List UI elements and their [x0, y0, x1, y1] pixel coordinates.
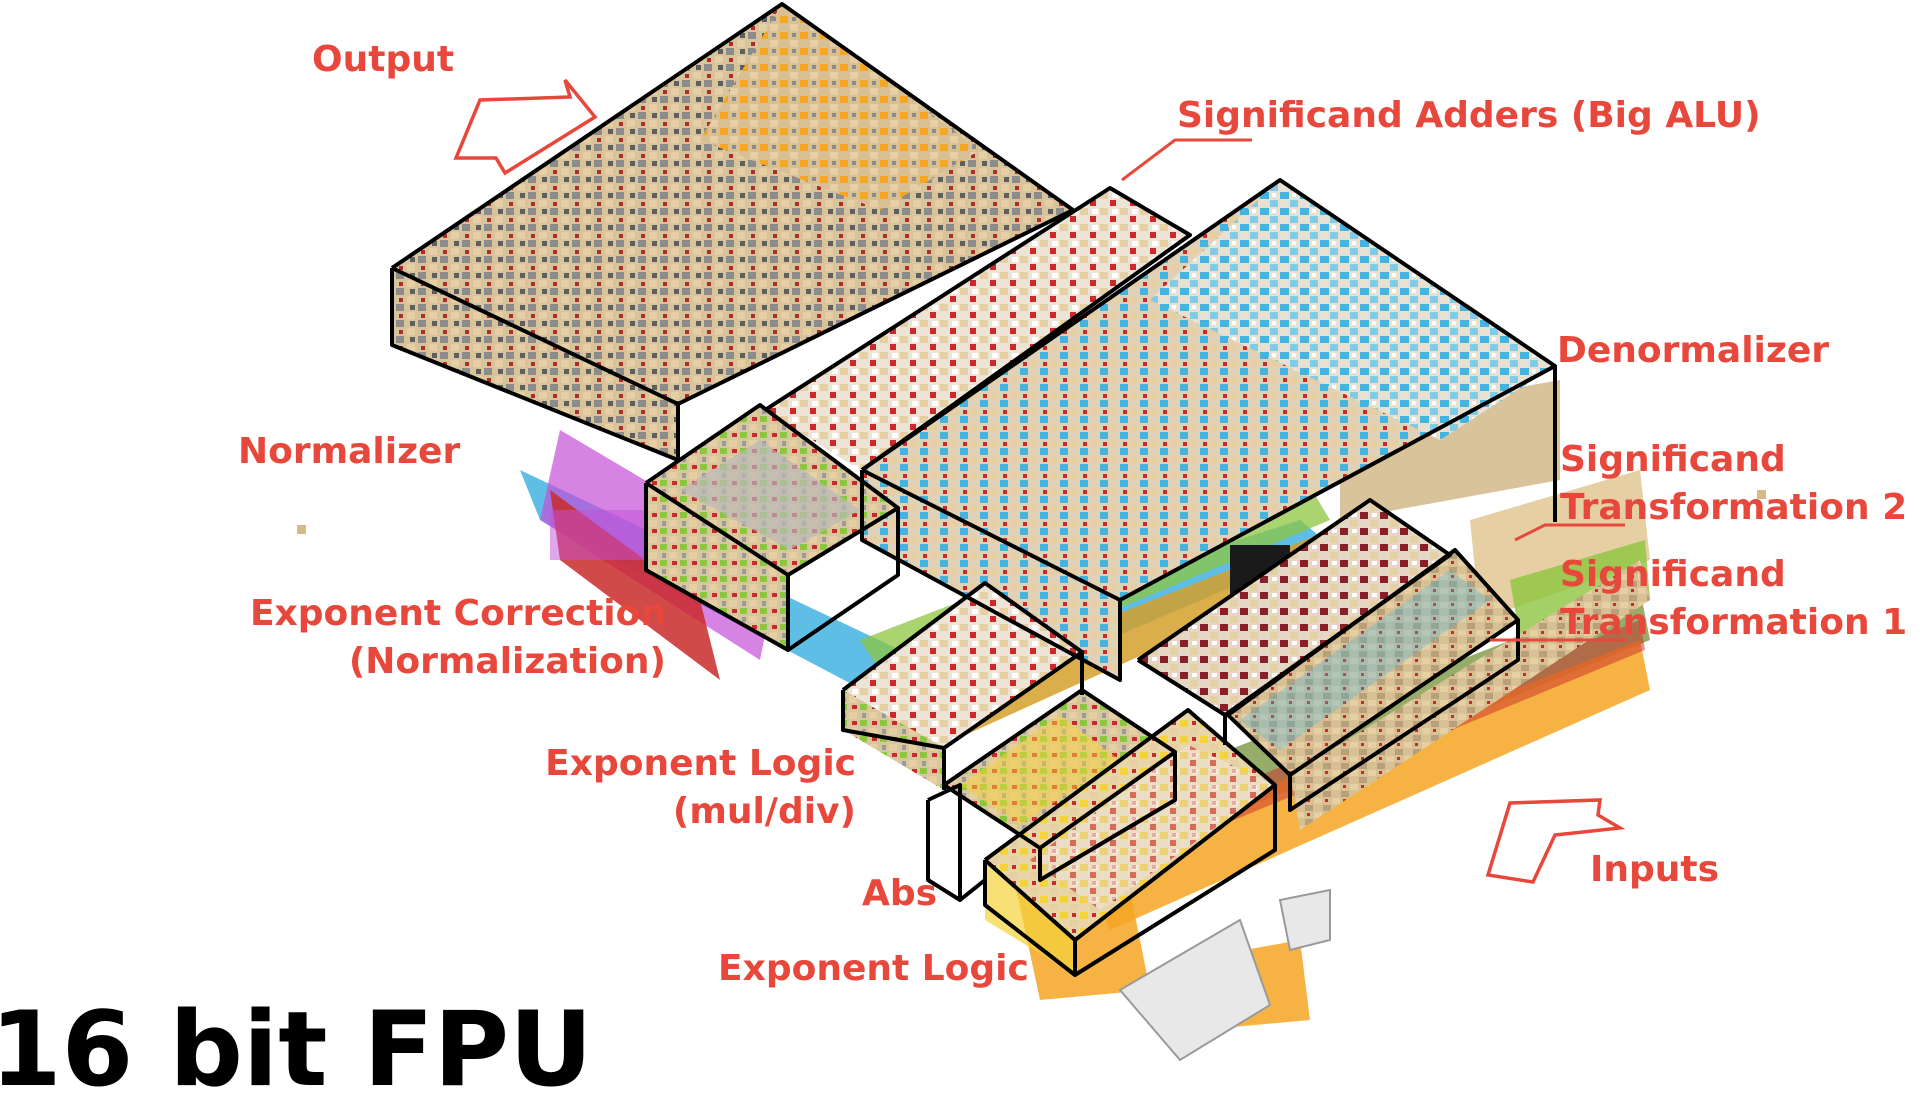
label-line: (mul/div): [672, 791, 856, 832]
label-exponent-logic: Exponent Logic: [718, 948, 1029, 989]
label-line: Exponent Logic: [545, 743, 856, 784]
significand-adders-leader: [1121, 138, 1252, 182]
label-output: Output: [312, 39, 455, 80]
label-line: Significand: [1560, 554, 1786, 595]
leader-lines: [1121, 138, 1625, 642]
label-significand-adders: Significand Adders (Big ALU): [1177, 95, 1761, 136]
stray-block: [1757, 490, 1766, 499]
label-exponent-correction: Exponent Correction (Normalization): [160, 590, 666, 686]
label-abs: Abs: [862, 873, 938, 914]
label-significand-transformation-2: Significand Transformation 2: [1560, 436, 1907, 532]
label-line: Exponent Correction: [249, 593, 666, 634]
label-normalizer: Normalizer: [238, 431, 461, 472]
significand-adders-outline: [763, 178, 1557, 682]
exponent-logic-outline: [983, 708, 1277, 977]
page-title: 16 bit FPU: [0, 990, 593, 1110]
inputs-arrow-icon: [1485, 798, 1626, 884]
significand-transformation-2-leader: [1514, 523, 1625, 542]
exponent-logic-muldiv-outline: [942, 688, 1177, 882]
module-outlines: [390, 2, 1557, 977]
output-arrow-icon: [453, 78, 598, 176]
label-line: Transformation 1: [1560, 602, 1908, 643]
normalizer-outline: [644, 403, 900, 652]
label-exponent-logic-muldiv: Exponent Logic (mul/div): [470, 740, 856, 836]
label-denormalizer: Denormalizer: [1557, 330, 1830, 371]
stray-block: [297, 525, 306, 534]
label-line: (Normalization): [348, 641, 666, 682]
label-line: Significand: [1560, 439, 1786, 480]
label-significand-transformation-1: Significand Transformation 1: [1560, 551, 1907, 647]
label-inputs: Inputs: [1590, 849, 1720, 890]
abs-outline: [926, 783, 987, 902]
label-line: Transformation 2: [1560, 487, 1908, 528]
